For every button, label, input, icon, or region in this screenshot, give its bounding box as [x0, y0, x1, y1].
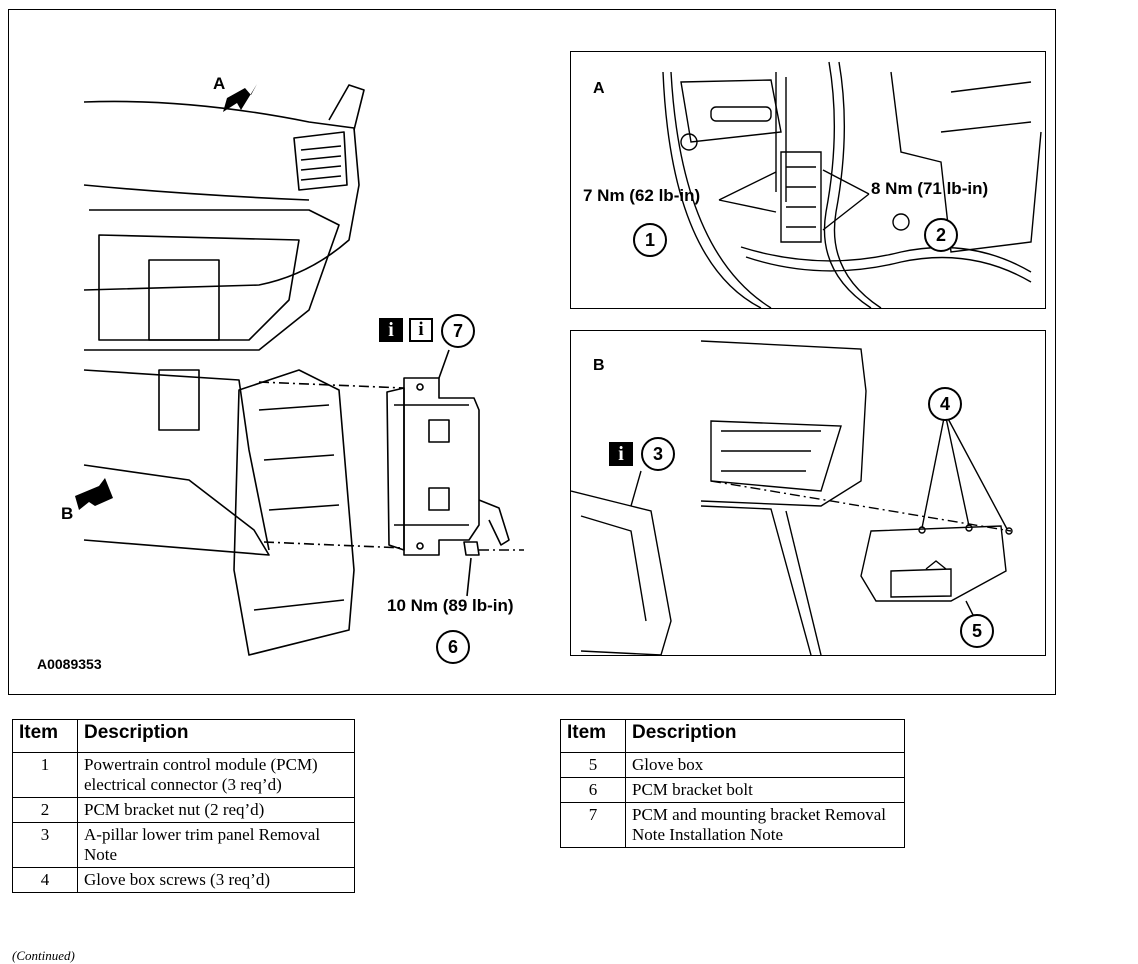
pcm-bracket-bolt [463, 541, 480, 556]
item-number: 7 [560, 802, 626, 848]
callout-5: 5 [960, 614, 994, 648]
legend-header-row: Item Description [12, 719, 355, 753]
lower-pillar-structure [233, 369, 355, 656]
item-number: 1 [12, 752, 78, 798]
legend-header-row: Item Description [560, 719, 905, 753]
inset-b-drawing [571, 340, 1013, 655]
column-header-item: Item [12, 719, 78, 753]
torque-item-1: 7 Nm (62 lb-in) [583, 186, 701, 205]
view-b-arrow [75, 478, 113, 510]
item-number: 3 [12, 822, 78, 868]
table-row: 2 PCM bracket nut (2 req’d) [12, 797, 355, 823]
item-description: A-pillar lower trim panel Removal Note [77, 822, 355, 868]
column-header-description: Description [77, 719, 355, 753]
information-icon: i [609, 442, 633, 466]
a-pillar [328, 84, 365, 131]
callout-1: 1 [633, 223, 667, 257]
item-description: PCM bracket nut (2 req’d) [77, 797, 355, 823]
pcm-connectors [780, 151, 822, 243]
view-a-arrow [223, 84, 257, 112]
table-row: 7 PCM and mounting bracket Removal Note … [560, 802, 905, 848]
exploded-view-figure: A B i i 7 10 Nm (89 lb-in) 6 A0089353 [8, 9, 1056, 695]
legend-table-right: Item Description 5 Glove box 6 PCM brack… [560, 719, 905, 848]
item-description: Glove box screws (3 req’d) [77, 867, 355, 893]
figure-id: A0089353 [37, 656, 102, 672]
item-description: Powertrain control module (PCM) electric… [77, 752, 355, 798]
view-b-label: B [61, 504, 74, 523]
torque-item-2: 8 Nm (71 lb-in) [871, 179, 989, 198]
item-description: PCM and mounting bracket Removal Note In… [625, 802, 905, 848]
information-icon: i [379, 318, 403, 342]
inset-b-title: B [593, 357, 605, 374]
inset-view-a: A 7 Nm (62 lb-in) 8 Nm (71 lb-in) 1 2 [570, 51, 1046, 309]
callout-4: 4 [928, 387, 962, 421]
glove-box [860, 524, 1013, 602]
item-number: 5 [560, 752, 626, 778]
column-header-item: Item [560, 719, 626, 753]
column-header-description: Description [625, 719, 905, 753]
legend-table-left: Item Description 1 Powertrain control mo… [12, 719, 355, 893]
dash-outline [700, 340, 867, 507]
glove-box-opening [98, 234, 300, 341]
inset-view-b: B i 3 4 5 [570, 330, 1046, 656]
torque-item-6: 10 Nm (89 lb-in) [387, 596, 514, 615]
callout-3: 3 [641, 437, 675, 471]
table-row: 5 Glove box [560, 752, 905, 778]
callout-2: 2 [924, 218, 958, 252]
table-row: 3 A-pillar lower trim panel Removal Note [12, 822, 355, 868]
table-row: 4 Glove box screws (3 req’d) [12, 867, 355, 893]
table-row: 1 Powertrain control module (PCM) electr… [12, 752, 355, 798]
view-a-label: A [213, 74, 226, 93]
item-number: 4 [12, 867, 78, 893]
continued-note: (Continued) [12, 948, 75, 963]
callout-6: 6 [436, 630, 470, 664]
inset-a-title: A [593, 80, 605, 97]
table-row: 6 PCM bracket bolt [560, 777, 905, 803]
information-outline-icon: i [409, 318, 433, 342]
main-drawing [75, 84, 524, 656]
pcm-module [386, 377, 510, 556]
inset-a-drawing [662, 61, 1042, 308]
item-description: Glove box [625, 752, 905, 778]
item-number: 6 [560, 777, 626, 803]
item-number: 2 [12, 797, 78, 823]
item-description: PCM bracket bolt [625, 777, 905, 803]
a-pillar-lower-trim-panel [571, 490, 672, 655]
callout-7: 7 [441, 314, 475, 348]
